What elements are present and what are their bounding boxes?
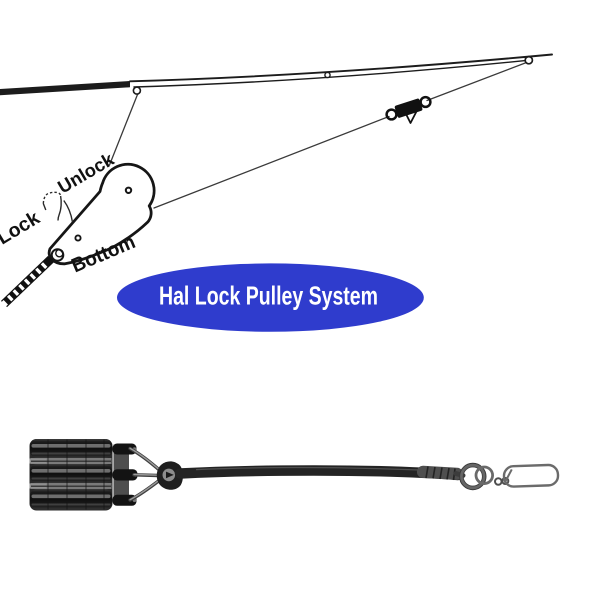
svg-text:Hal Lock Pulley System: Hal Lock Pulley System	[159, 281, 378, 311]
